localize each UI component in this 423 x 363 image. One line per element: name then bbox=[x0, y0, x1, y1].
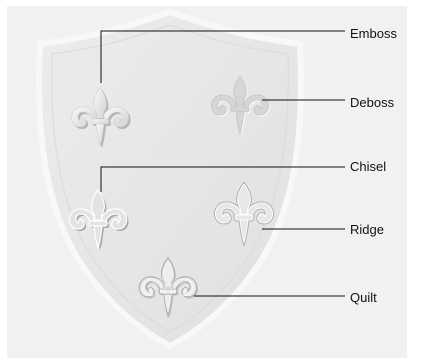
deboss-label: Deboss bbox=[350, 96, 394, 109]
ridge-label: Ridge bbox=[350, 223, 384, 236]
chisel-label: Chisel bbox=[350, 160, 386, 173]
quilt-label: Quilt bbox=[350, 291, 377, 304]
emboss-label: Emboss bbox=[350, 27, 397, 40]
